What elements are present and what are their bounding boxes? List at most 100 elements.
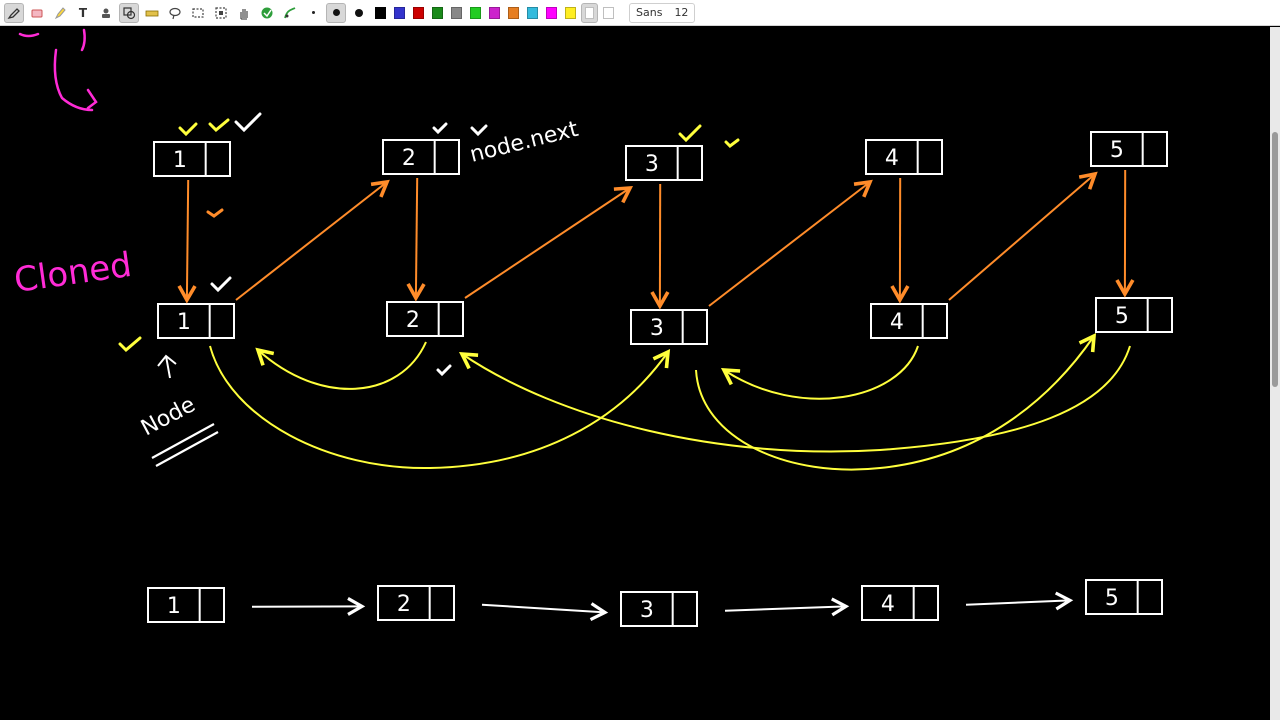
original-node-value: 4 — [885, 146, 899, 171]
node-underline — [151, 423, 219, 467]
color-swatch-fill — [585, 6, 594, 19]
original-node-value: 5 — [1110, 138, 1124, 163]
original-node-value: 3 — [645, 152, 659, 177]
font-family-value: Sans — [636, 6, 663, 19]
color-swatch-fill — [470, 6, 481, 19]
result-node: 5 — [1085, 579, 1163, 615]
thin-stroke-dot — [311, 11, 315, 14]
cloned-node: 4 — [870, 303, 948, 339]
shape-tool-icon[interactable] — [119, 2, 139, 23]
color-swatch[interactable] — [372, 3, 389, 23]
thin-stroke-icon[interactable] — [303, 3, 323, 23]
result-next-arrow — [965, 591, 1074, 611]
node-label: Node — [137, 392, 199, 441]
medium-stroke-dot — [332, 9, 340, 16]
result-node-value: 1 — [167, 594, 181, 619]
result-node: 2 — [377, 585, 455, 621]
color-swatch[interactable] — [505, 3, 522, 23]
cloned-node: 5 — [1095, 297, 1173, 333]
color-swatch[interactable] — [524, 3, 541, 23]
pen-style-tool-icon[interactable] — [280, 3, 300, 23]
thick-stroke-icon[interactable] — [349, 3, 369, 23]
color-swatch[interactable] — [543, 3, 560, 23]
original-node: 3 — [625, 145, 703, 181]
color-swatch[interactable] — [486, 3, 503, 23]
cloned-node: 1 — [157, 303, 235, 339]
magenta-scribble — [18, 28, 98, 112]
color-swatch[interactable] — [391, 3, 408, 23]
vertical-scrollbar[interactable] — [1270, 27, 1280, 720]
node-next-label: node.next — [467, 117, 581, 168]
color-swatch[interactable] — [467, 3, 484, 23]
color-swatch-fill — [546, 6, 557, 19]
pen-tool-icon[interactable] — [4, 2, 24, 23]
original-node: 1 — [153, 141, 231, 177]
color-swatch-fill — [603, 6, 614, 19]
color-swatch-fill — [394, 6, 405, 19]
result-node-value: 3 — [640, 598, 654, 623]
color-swatch[interactable] — [429, 3, 446, 23]
original-node: 2 — [382, 139, 460, 175]
result-node-value: 4 — [881, 592, 895, 617]
original-node-value: 1 — [173, 148, 187, 173]
color-swatch-fill — [527, 6, 538, 19]
color-swatch[interactable] — [600, 3, 617, 23]
fill-tool-icon[interactable] — [257, 3, 277, 23]
select-rect-tool-icon[interactable] — [188, 3, 208, 23]
color-swatch-fill — [432, 6, 443, 19]
color-swatch-fill — [451, 6, 462, 19]
original-to-clone-arrow — [177, 179, 197, 304]
lasso-tool-icon[interactable] — [165, 3, 185, 23]
cloned-node-value: 3 — [650, 316, 664, 341]
cloned-node-value: 4 — [890, 310, 904, 335]
highlighter-tool-icon[interactable] — [50, 3, 70, 23]
color-swatch-fill — [375, 6, 386, 19]
color-swatch[interactable] — [448, 3, 465, 23]
cloned-node-value: 2 — [406, 308, 420, 333]
result-node: 3 — [620, 591, 698, 627]
font-size-value: 12 — [674, 6, 689, 19]
text-tool-icon[interactable]: T — [78, 5, 88, 20]
original-node-value: 2 — [402, 146, 416, 171]
ruler-tool-icon[interactable] — [142, 3, 162, 23]
result-node-value: 2 — [397, 592, 411, 617]
original-node: 5 — [1090, 131, 1168, 167]
whiteboard-canvas[interactable]: Cloned Node node.next 1 2 3 4 5 1 2 3 4 5 1 2 3 4 5 — [0, 27, 1270, 720]
select-object-tool-icon[interactable] — [211, 3, 231, 23]
eraser-tool-icon[interactable] — [27, 3, 47, 23]
random-curve-2 — [255, 341, 427, 390]
color-swatch[interactable] — [562, 3, 579, 23]
color-swatch-fill — [508, 6, 519, 19]
random-curve-5 — [695, 333, 1097, 471]
random-curve-1 — [209, 345, 671, 470]
font-selector[interactable]: Sans 12 — [629, 2, 696, 23]
random-curve-4 — [720, 345, 919, 400]
cloned-node: 3 — [630, 309, 708, 345]
check-marks — [118, 112, 740, 377]
hand-tool-icon[interactable] — [234, 3, 254, 23]
color-swatch[interactable] — [581, 2, 598, 23]
color-swatch-fill — [489, 6, 500, 19]
original-node: 4 — [865, 139, 943, 175]
image-tool-icon[interactable] — [96, 3, 116, 23]
random-pointer-curves — [209, 333, 1131, 471]
original-to-clone-arrow — [406, 177, 426, 302]
color-swatch-fill — [413, 6, 424, 19]
thick-stroke-dot — [355, 8, 363, 17]
cloned-label: Cloned — [12, 245, 134, 301]
clone-to-next-original-arrow — [708, 179, 873, 307]
color-swatch[interactable] — [410, 3, 427, 23]
result-node: 4 — [861, 585, 939, 621]
result-node-value: 5 — [1105, 586, 1119, 611]
random-curve-3 — [458, 345, 1131, 453]
medium-stroke-icon[interactable] — [326, 2, 346, 23]
clone-to-next-original-arrow — [235, 179, 390, 301]
cloned-node: 2 — [386, 301, 464, 337]
scrollbar-thumb[interactable] — [1272, 132, 1278, 387]
clone-to-next-original-arrow — [464, 185, 634, 299]
node-pointer-arrow — [157, 354, 177, 379]
color-swatch-fill — [565, 6, 576, 19]
clone-to-next-original-arrow — [948, 171, 1098, 301]
result-node: 1 — [147, 587, 225, 623]
result-next-arrow — [724, 597, 850, 617]
